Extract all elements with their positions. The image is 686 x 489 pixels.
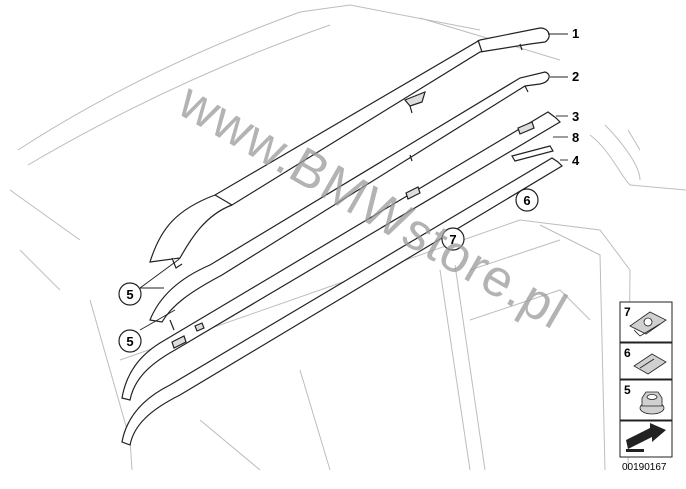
svg-text:5: 5	[126, 334, 133, 349]
callout-2: 2	[572, 69, 579, 84]
legend-panel: 7 6 5	[619, 301, 673, 473]
direction-arrow-icon	[626, 423, 666, 452]
svg-text:5: 5	[624, 383, 631, 397]
legend-item-7: 7	[619, 301, 673, 343]
roof-rail-part-1	[149, 27, 550, 269]
leader-lines	[139, 33, 568, 331]
roof-rail-part-2	[149, 71, 550, 331]
svg-text:7: 7	[449, 232, 456, 247]
cover-strip-part-8	[511, 145, 554, 162]
nut-5-icon	[639, 391, 665, 415]
trim-strip-part-3	[121, 111, 561, 401]
svg-text:6: 6	[523, 193, 530, 208]
svg-text:7: 7	[624, 305, 631, 319]
document-number: 00190167	[622, 462, 667, 473]
callout-1: 1	[572, 26, 579, 41]
clip-7-icon	[629, 311, 667, 337]
legend-item-5: 5	[619, 379, 673, 421]
circled-label-6: 6	[515, 188, 539, 212]
circled-label-5-upper: 5	[118, 282, 142, 306]
svg-text:6: 6	[624, 346, 631, 360]
circled-label-7: 7	[441, 227, 465, 251]
legend-item-6: 6	[619, 342, 673, 380]
callout-8: 8	[572, 130, 579, 145]
callout-4: 4	[572, 153, 580, 168]
clip-6-icon	[633, 353, 667, 375]
legend-item-arrow	[619, 420, 673, 458]
circled-label-5-lower: 5	[118, 329, 142, 353]
car-body-outline	[9, 4, 686, 471]
svg-text:5: 5	[126, 287, 133, 302]
callout-3: 3	[572, 109, 579, 124]
